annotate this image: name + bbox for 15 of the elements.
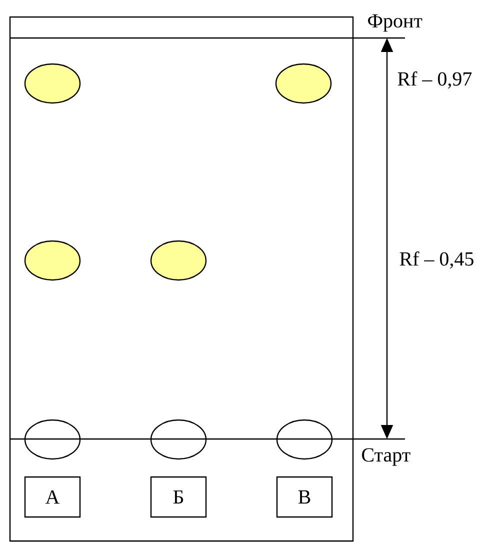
label: Rf – 0,97 [398, 71, 472, 89]
sample-box: В [276, 476, 333, 518]
spot [24, 240, 81, 281]
spot [150, 419, 207, 460]
sample-box: Б [150, 476, 207, 518]
spot [24, 63, 81, 104]
plate [9, 16, 354, 542]
sample-box: А [24, 476, 81, 518]
spot [276, 419, 333, 460]
label: Rf – 0,45 [400, 251, 474, 269]
label: Фронт [368, 14, 422, 32]
spot [275, 63, 332, 104]
spot [150, 240, 207, 281]
label: Старт [362, 448, 410, 466]
spot [24, 419, 81, 460]
